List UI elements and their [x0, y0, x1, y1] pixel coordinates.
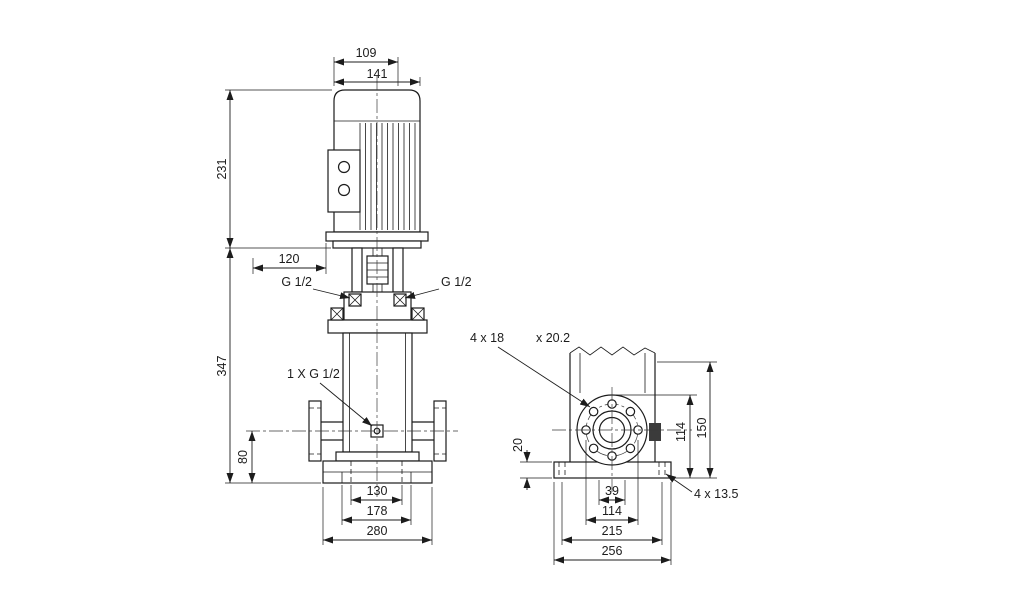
staybolt-right: [411, 307, 425, 321]
base-flange: [335, 451, 420, 462]
dim-base-hole-spacing: 130: [367, 484, 388, 498]
leader-base-holes: [665, 473, 693, 493]
staybolt-left: [330, 307, 344, 321]
leader-drain: [319, 382, 373, 427]
cable-entry-bottom: [337, 183, 351, 197]
port-pipes: [320, 421, 435, 441]
front-view: [246, 76, 458, 497]
stool-post-left: [351, 247, 363, 293]
cable-entry-top: [337, 160, 351, 174]
dim-base-hole-spacing-side: 215: [602, 524, 623, 538]
side-view: [552, 346, 692, 492]
vent-plug: [649, 423, 661, 441]
dim-motor-height: 231: [215, 159, 229, 180]
dim-base-mid-width: 178: [367, 504, 388, 518]
gauge-port-left: [348, 293, 362, 307]
side-view-dimensions: 20 114 150 39 114 215 256: [511, 361, 717, 565]
dim-plate-thickness: 20: [511, 438, 525, 452]
leader-port-right: [404, 288, 440, 299]
dim-bolt-spacing: 114: [602, 504, 622, 518]
head-flange: [327, 319, 428, 334]
dim-motor-width: 141: [367, 67, 388, 81]
dim-overall-height: 150: [695, 418, 709, 439]
dim-bore-offset: 39: [605, 484, 619, 498]
label-drain-port: 1 X G 1/2: [287, 367, 340, 381]
label-flange-counterbore: x 20.2: [536, 331, 570, 345]
coupling-splits: [367, 262, 388, 278]
extension-lines-bottom: [322, 485, 433, 545]
front-view-dimensions: 109 141 231 347 120 80 130 178 280: [215, 46, 433, 545]
front-view-labels: G 1/2 G 1/2 1 X G 1/2: [281, 275, 472, 427]
dim-motor-top-width: 109: [356, 46, 377, 60]
leader-port-left: [312, 288, 351, 300]
shaft-lines: [372, 248, 383, 292]
side-view-labels: 4 x 18 x 20.2 4 x 13.5: [470, 331, 739, 501]
pump-body-side: [569, 353, 656, 462]
dim-baseplate-width: 256: [602, 544, 623, 558]
extension-lines-bottom-side: [553, 440, 672, 565]
stool-post-right: [392, 247, 404, 293]
label-port-left: G 1/2: [281, 275, 312, 289]
extension-lines-plate: [520, 461, 552, 479]
dim-port-height: 80: [236, 450, 250, 464]
label-base-holes: 4 x 13.5: [694, 487, 739, 501]
leader-flange-holes: [497, 346, 591, 408]
base-feet-lines: [341, 472, 412, 483]
label-port-right: G 1/2: [441, 275, 472, 289]
motor-terminal-box: [327, 149, 361, 213]
break-line: [569, 346, 656, 356]
gauge-port-right: [393, 293, 407, 307]
dim-pump-height: 347: [215, 356, 229, 377]
column-sleeve-lines: [349, 333, 406, 452]
dim-head-clearance: 120: [279, 252, 300, 266]
dim-base-width: 280: [367, 524, 388, 538]
base-bolt-holes-hidden: [350, 461, 403, 483]
baseplate-bolt-holes-hidden: [558, 462, 666, 478]
body-inner-lines: [579, 353, 646, 393]
label-flange-holes: 4 x 18: [470, 331, 504, 345]
dim-flange-height: 114: [674, 422, 688, 442]
extension-lines-left: [225, 89, 332, 484]
